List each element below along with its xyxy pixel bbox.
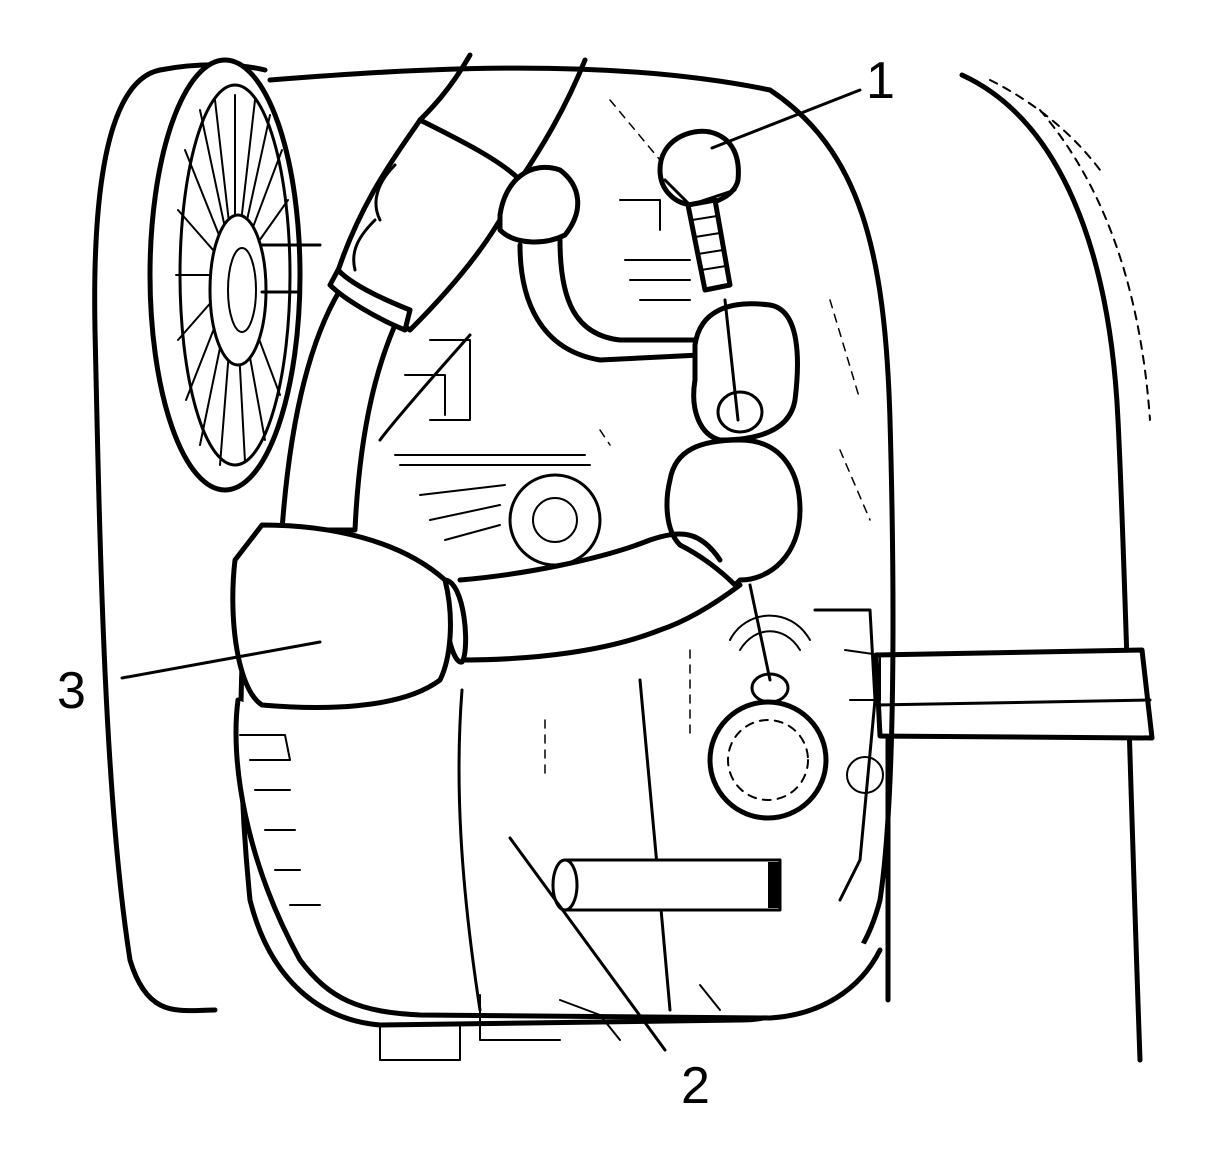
- callout-1: 1: [710, 52, 895, 150]
- callout-2: 2: [508, 836, 710, 1115]
- coolant-pipe: [873, 72, 1155, 1063]
- callout-label-2: 2: [681, 1057, 710, 1115]
- leader-line-3: [120, 640, 322, 680]
- leader-line-2: [508, 836, 667, 1052]
- mounting-bolt: [657, 128, 772, 682]
- compressor-body: [233, 65, 896, 1061]
- callout-label-3: 3: [57, 662, 86, 720]
- tensioner-pulley: [147, 57, 322, 493]
- leader-line-1: [710, 88, 862, 150]
- callout-3: 3: [57, 640, 322, 720]
- callout-label-1: 1: [866, 52, 895, 110]
- refrigerant-hose: [230, 52, 803, 710]
